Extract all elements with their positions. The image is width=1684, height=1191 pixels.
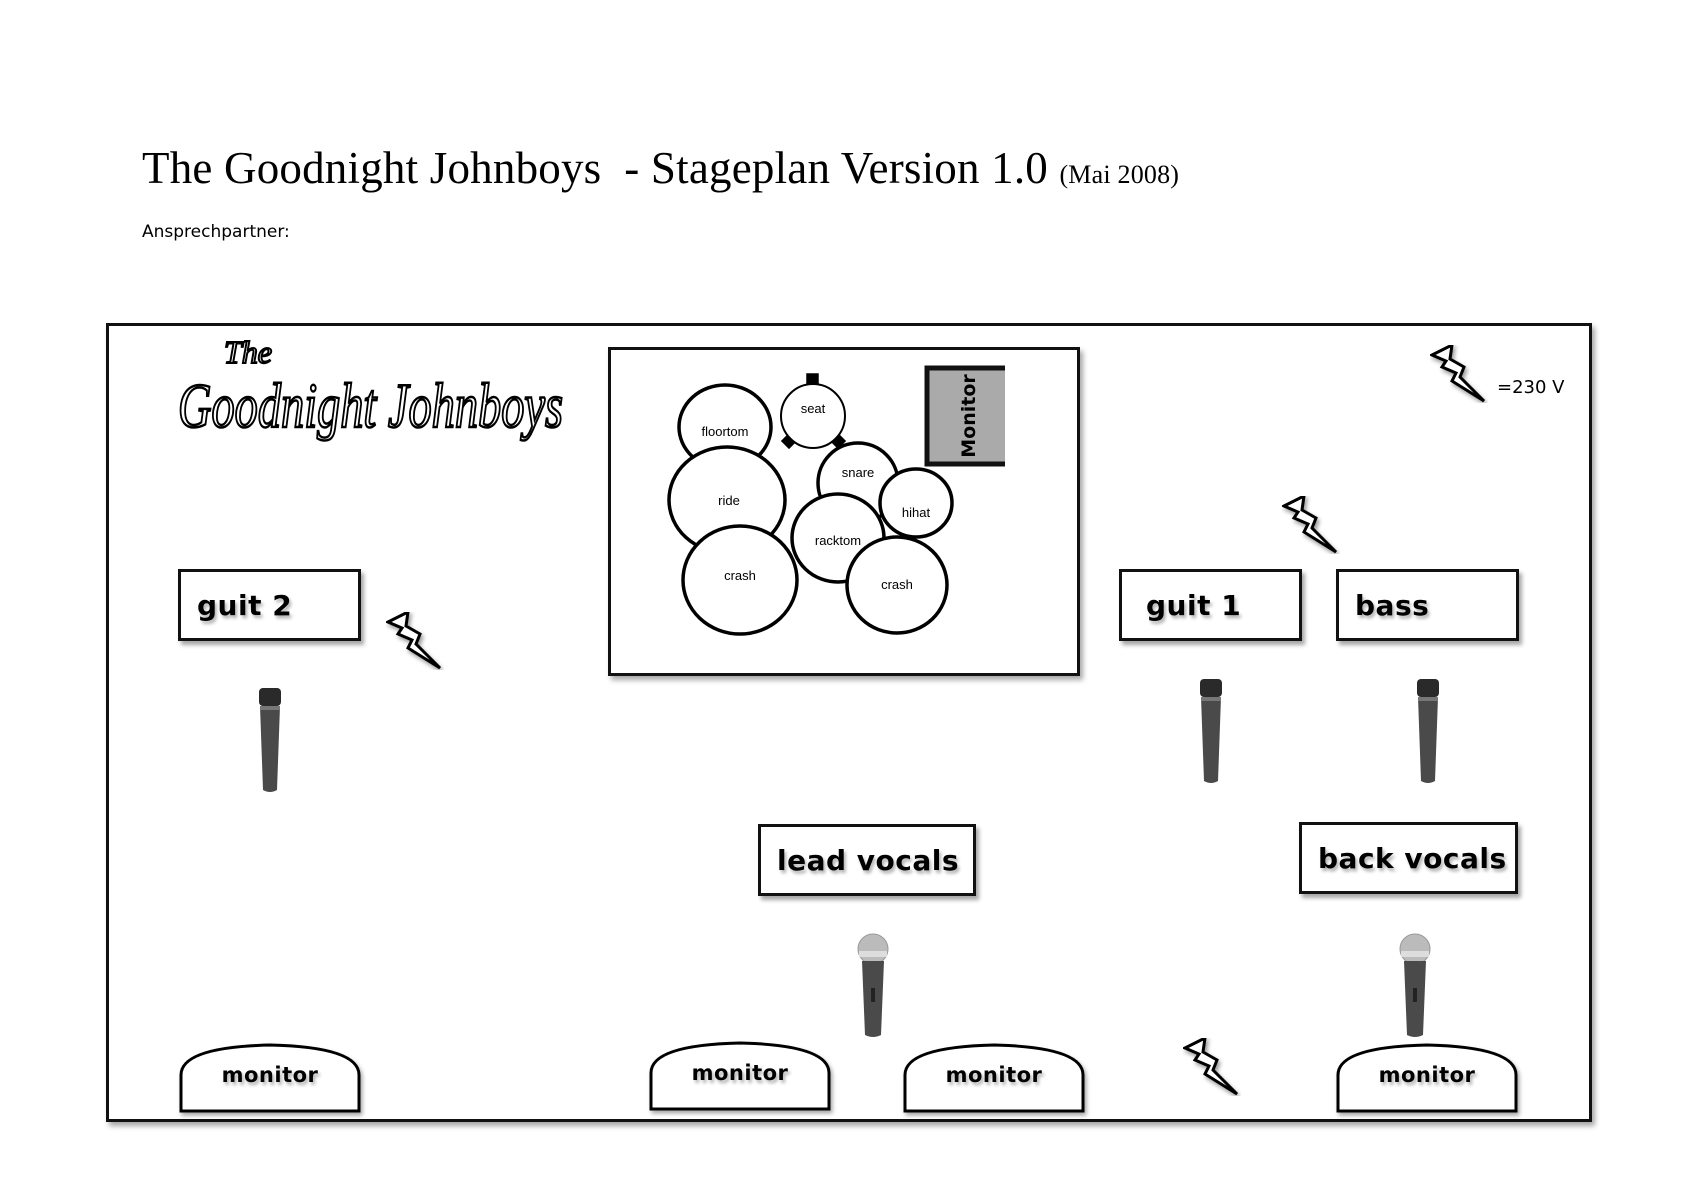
floor-monitor: monitor — [1336, 1041, 1518, 1113]
page-title: The Goodnight Johnboys - Stageplan Versi… — [142, 142, 1179, 194]
logo-text-top: The — [224, 335, 272, 370]
position-label: guit 2 — [197, 588, 293, 622]
vocal-mic-icon — [1399, 933, 1431, 1037]
floor-monitor: monitor — [903, 1041, 1085, 1113]
power-outlet-icon — [1282, 496, 1338, 554]
floortom-label: floortom — [702, 424, 749, 439]
title-text: The Goodnight Johnboys - Stageplan Versi… — [142, 143, 1048, 193]
seat-label: seat — [801, 401, 826, 416]
position-bass: bass — [1336, 569, 1519, 641]
power-outlet-icon — [1430, 345, 1486, 403]
racktom-label: racktom — [815, 533, 861, 548]
position-label: back vocals — [1318, 841, 1507, 875]
position-label: guit 1 — [1146, 588, 1242, 622]
floor-monitor: monitor — [179, 1041, 361, 1113]
crash-label: crash — [724, 568, 756, 583]
vocal-mic-icon — [857, 933, 889, 1037]
crash-cymbal-left — [681, 524, 799, 636]
monitor-label: monitor — [221, 1063, 319, 1087]
stage-area — [106, 323, 1592, 1122]
position-lead-vocals: lead vocals — [758, 824, 976, 896]
instrument-mic-icon — [1417, 679, 1439, 783]
instrument-mic-icon — [1200, 679, 1222, 783]
drum-seat — [780, 383, 846, 449]
power-outlet-icon — [1183, 1038, 1239, 1096]
crash-cymbal-right — [845, 535, 949, 635]
contact-label: Ansprechpartner: — [142, 222, 290, 242]
position-guit2: guit 2 — [178, 569, 361, 641]
hihat-label: hihat — [902, 505, 931, 520]
position-guit1: guit 1 — [1119, 569, 1302, 641]
hihat — [878, 467, 954, 539]
snare-label: snare — [842, 465, 875, 480]
instrument-mic-icon — [259, 688, 281, 792]
ride-label: ride — [718, 493, 740, 508]
power-outlet-icon — [386, 612, 442, 670]
position-back-vocals: back vocals — [1299, 822, 1518, 894]
band-logo: The Goodnight Johnboys — [177, 335, 565, 442]
crash-label: crash — [881, 577, 913, 592]
floor-monitor: monitor — [649, 1039, 831, 1111]
monitor-label: monitor — [1378, 1063, 1476, 1087]
drumkit-diagram: floortom seat ride crash snare hihat rac… — [667, 365, 1005, 636]
power-legend: =230 V — [1497, 377, 1565, 398]
monitor-label: monitor — [945, 1063, 1043, 1087]
position-label: bass — [1355, 588, 1430, 622]
drum-monitor — [927, 368, 1005, 464]
title-date: (Mai 2008) — [1059, 160, 1180, 189]
drum-monitor-label: Monitor — [958, 374, 980, 458]
position-label: lead vocals — [777, 843, 960, 877]
logo-text: Goodnight Johnboys — [178, 370, 563, 441]
monitor-label: monitor — [691, 1061, 789, 1085]
